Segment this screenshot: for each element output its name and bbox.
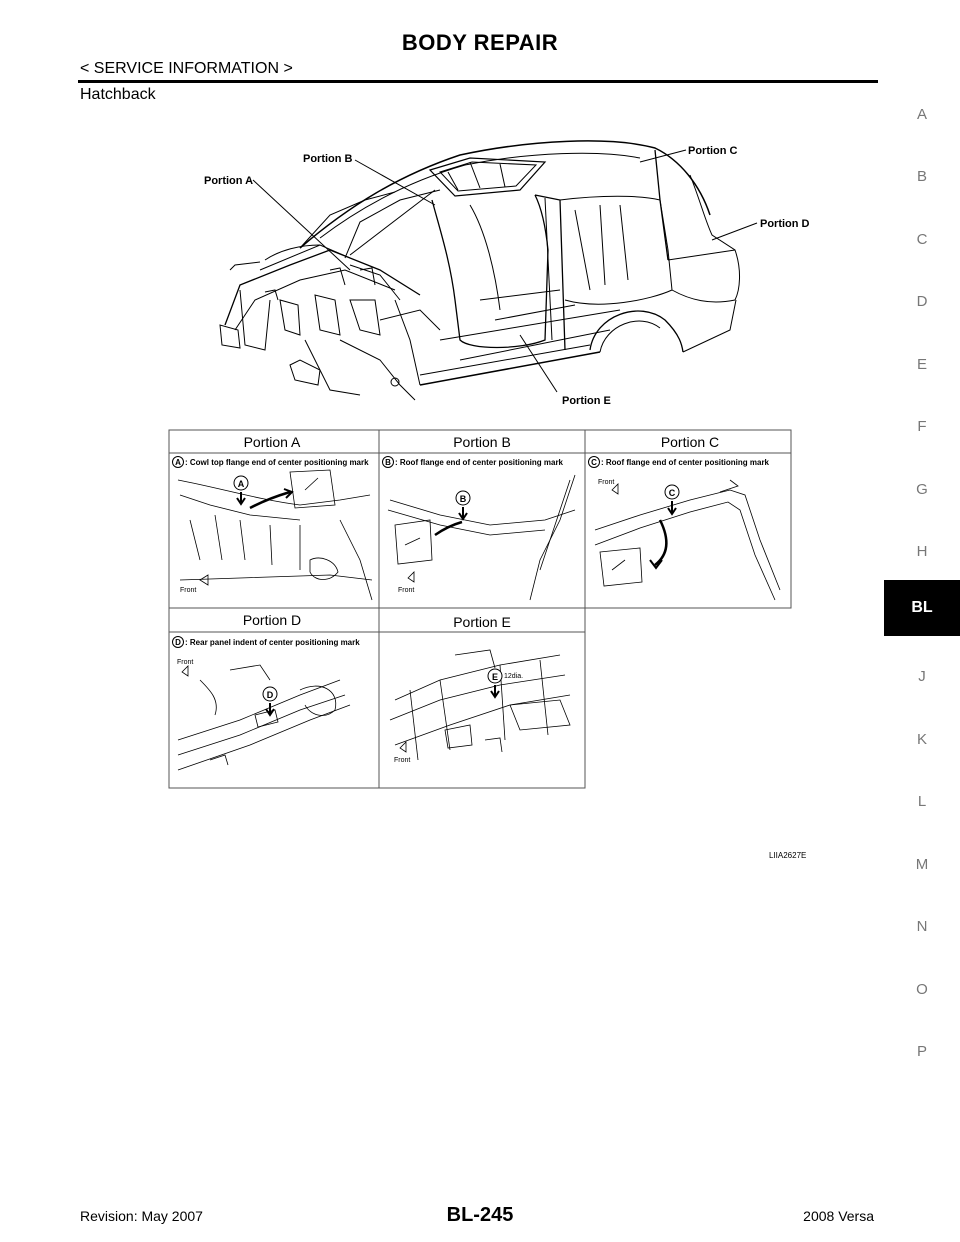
marker-a-sketch: A	[238, 479, 245, 489]
footer-page-number: BL-245	[446, 1204, 514, 1226]
section-tab-g[interactable]: G	[916, 481, 928, 498]
section-tab-j[interactable]: J	[918, 668, 926, 685]
callout-portion-e: Portion E	[562, 395, 611, 407]
caption-portion-a: : Cowl top flange end of center position…	[185, 458, 369, 467]
table-header-portion-c: Portion C	[661, 434, 719, 450]
callout-leaders	[252, 149, 758, 393]
caption-portion-c: : Roof flange end of center positioning …	[601, 458, 770, 467]
callout-portion-d: Portion D	[760, 218, 810, 230]
section-tab-n[interactable]: N	[916, 918, 928, 935]
table-header-portion-e: Portion E	[453, 614, 511, 630]
detail-sketch-portion-a	[177, 469, 373, 601]
footer-model: 2008 Versa	[803, 1208, 874, 1224]
section-tab-k[interactable]: K	[916, 731, 927, 748]
detail-sketch-portion-d	[177, 664, 351, 771]
section-tab-l[interactable]: L	[917, 793, 927, 810]
marker-b-sketch: B	[460, 494, 467, 504]
table-header-portion-d: Portion D	[243, 612, 301, 628]
vehicle-body-illustration	[219, 140, 740, 401]
diameter-label-e: 12dia.	[504, 673, 523, 680]
section-tab-o[interactable]: O	[916, 981, 928, 998]
page-title: BODY REPAIR	[401, 30, 559, 55]
caption-portion-d: : Rear panel indent of center positionin…	[185, 638, 360, 647]
marker-e-sketch: E	[492, 672, 498, 682]
marker-a-circle-label: A	[175, 458, 181, 467]
section-label: Hatchback	[80, 86, 156, 103]
callout-portion-c: Portion C	[688, 145, 738, 157]
section-tab-b[interactable]: B	[916, 168, 927, 185]
section-tab-a[interactable]: A	[916, 106, 927, 123]
front-label-d: Front	[177, 659, 193, 666]
page-subtitle: < SERVICE INFORMATION >	[80, 60, 293, 77]
marker-d-sketch: D	[267, 690, 274, 700]
body-repair-figure: Portion A Portion B Portion C Portion D …	[168, 140, 810, 860]
section-tab-bl-active[interactable]: BL	[884, 580, 960, 636]
section-tab-c[interactable]: C	[916, 231, 928, 248]
table-header-portion-b: Portion B	[453, 434, 511, 450]
illustration-code: LIIA2627E	[769, 851, 806, 860]
detail-sketch-portion-e	[389, 649, 571, 761]
front-label-c: Front	[598, 479, 614, 486]
callout-portion-a: Portion A	[204, 175, 253, 187]
marker-b-circle-label: B	[385, 458, 391, 467]
caption-portion-b: : Roof flange end of center positioning …	[395, 458, 564, 467]
table-header-portion-a: Portion A	[244, 434, 301, 450]
section-index-tabs: A B C D E F G H BL J K L M N O P	[884, 0, 960, 1242]
footer-revision: Revision: May 2007	[80, 1208, 203, 1224]
section-tab-h[interactable]: H	[916, 543, 928, 560]
front-label-b: Front	[398, 587, 414, 594]
header-divider	[78, 80, 878, 83]
section-tab-f[interactable]: F	[917, 418, 927, 435]
marker-d-circle-label: D	[175, 638, 181, 647]
marker-c-circle-label: C	[591, 458, 597, 467]
section-tab-e[interactable]: E	[916, 356, 927, 373]
section-tab-d[interactable]: D	[916, 293, 928, 310]
detail-sketch-portion-c	[594, 479, 781, 601]
callout-portion-b: Portion B	[303, 153, 353, 165]
section-tab-p[interactable]: P	[916, 1043, 927, 1060]
marker-c-sketch: C	[669, 488, 676, 498]
detail-sketch-portion-b	[387, 474, 576, 601]
section-tab-m[interactable]: M	[915, 856, 929, 873]
front-label-a: Front	[180, 587, 196, 594]
portion-detail-table	[168, 429, 792, 789]
front-label-e: Front	[394, 757, 410, 764]
